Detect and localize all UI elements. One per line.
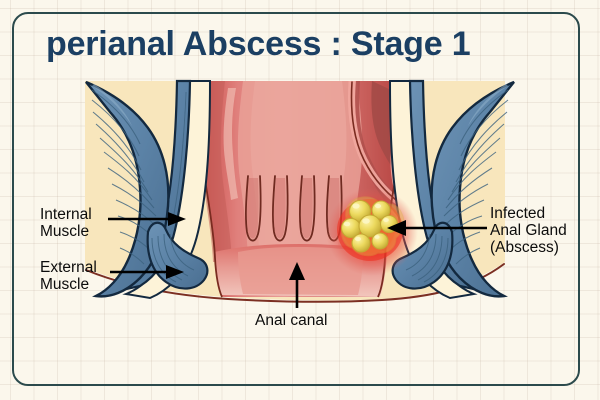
arrow-left-icon-gland — [387, 220, 487, 236]
arrow-up-icon-canal — [289, 262, 305, 308]
arrow-right-icon-external — [110, 265, 184, 279]
label-anal-canal: Anal canal — [255, 312, 328, 329]
label-infected-anal-gland: Infected Anal Gland (Abscess) — [490, 205, 567, 256]
label-internal-muscle: Internal Muscle — [40, 206, 92, 240]
pointer-lines — [108, 212, 487, 308]
abscess-pus-cluster — [340, 196, 405, 257]
label-external-muscle: External Muscle — [40, 259, 97, 293]
arrow-right-icon-internal — [108, 212, 186, 226]
page-title: perianal Abscess : Stage 1 — [46, 25, 471, 63]
